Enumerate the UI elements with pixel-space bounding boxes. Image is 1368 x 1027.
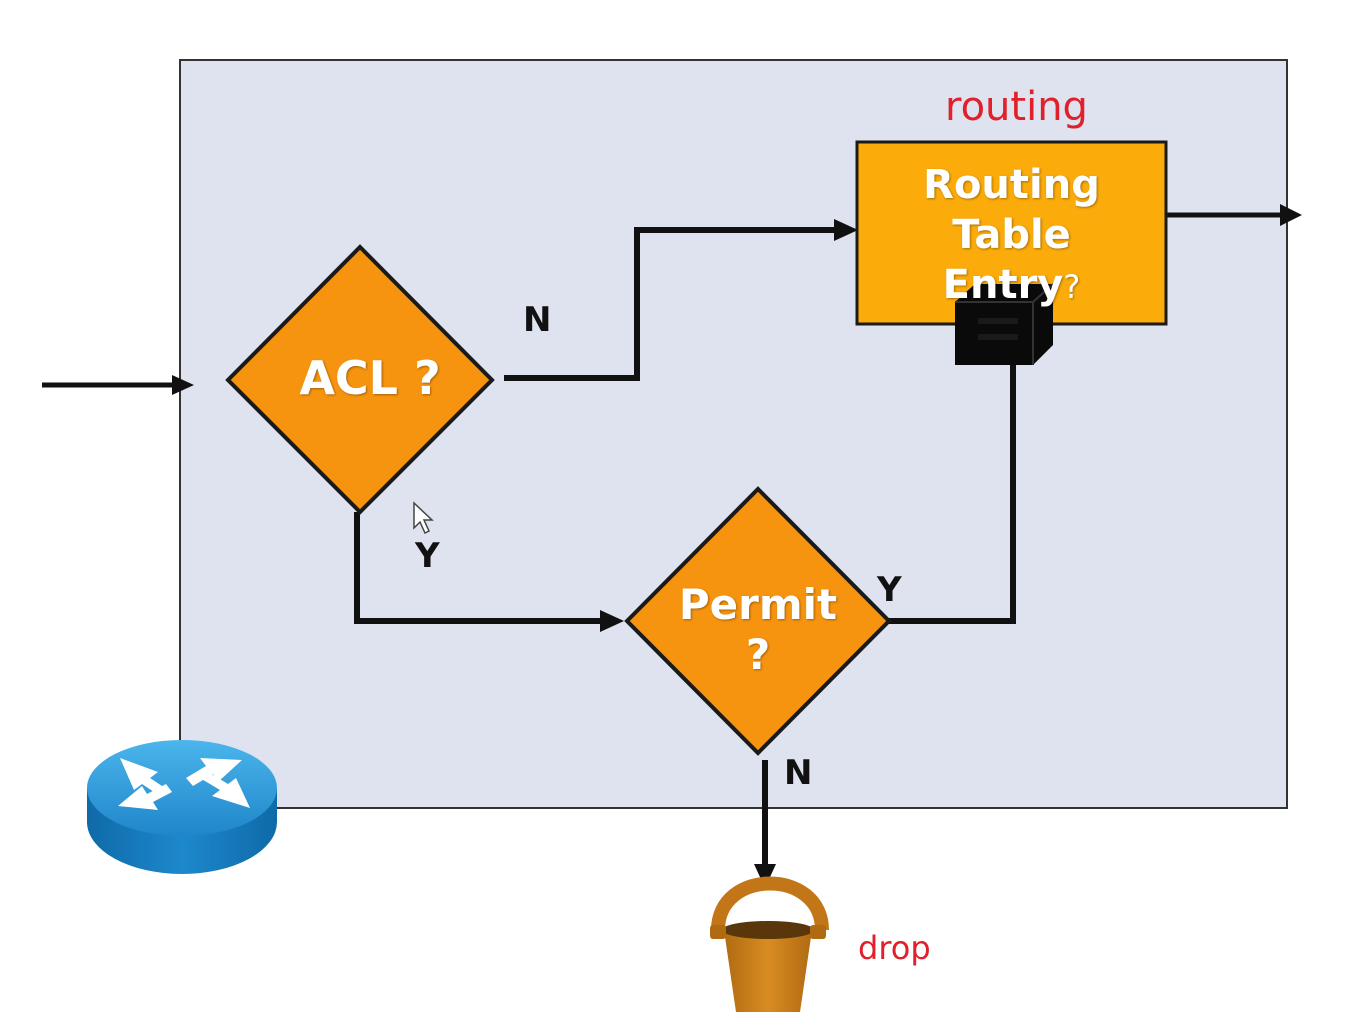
permit-no-label: N (784, 753, 813, 793)
nat-block-icon (955, 283, 1054, 365)
acl-diamond (225, 244, 495, 515)
permit-label: Permit ? (658, 580, 858, 680)
permit-yes-path (888, 365, 1016, 624)
routing-table-entry-text: Entry (942, 262, 1064, 308)
acl-yes-label: Y (415, 536, 440, 576)
permit-no-path (754, 760, 776, 888)
permit-line2: ? (745, 630, 771, 679)
acl-label: ACL ? (299, 351, 441, 405)
acl-no-path (504, 219, 858, 381)
incoming-arrow (42, 375, 194, 395)
acl-no-label: N (523, 300, 552, 340)
acl-yes-path (354, 512, 624, 632)
routing-table-line1: Routing Table (923, 162, 1100, 258)
routing-table-question-mark: ? (1063, 268, 1081, 306)
cursor-icon (413, 501, 434, 535)
permit-line1: Permit (678, 580, 838, 629)
routing-annotation: routing (945, 84, 1088, 130)
router-icon (87, 740, 277, 874)
routing-table-line2: Entry? (857, 260, 1166, 312)
bucket-icon (710, 876, 829, 1012)
permit-yes-label: Y (877, 570, 902, 610)
outgoing-arrow (1167, 204, 1302, 226)
drop-annotation: drop (858, 929, 931, 967)
routing-table-label: Routing Table Entry? (857, 160, 1166, 312)
permit-diamond (624, 486, 892, 756)
